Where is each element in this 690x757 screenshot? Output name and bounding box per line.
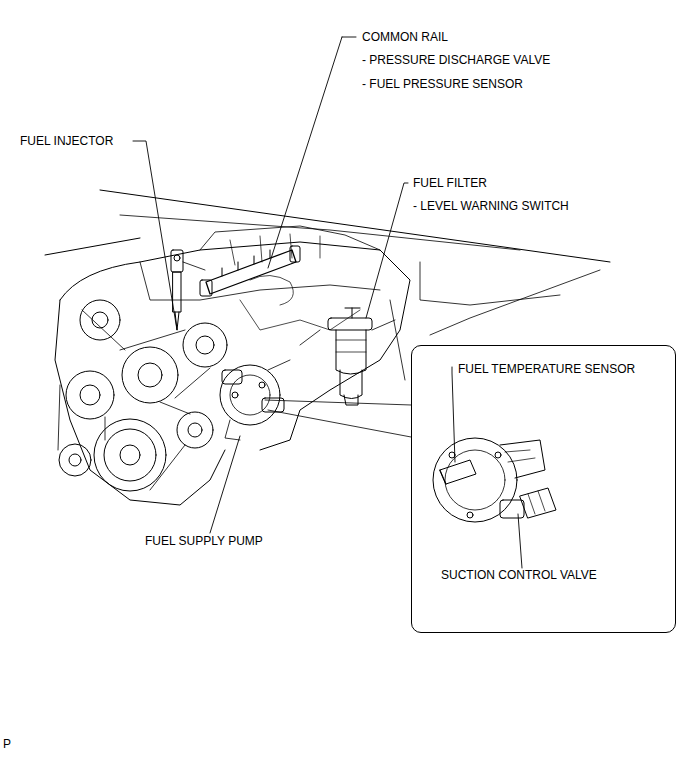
- part-label: P: [3, 738, 11, 750]
- part-label: FUEL FILTER: [413, 177, 487, 189]
- part-label: - FUEL PRESSURE SENSOR: [362, 78, 523, 90]
- inset-box: FUEL TEMPERATURE SENSOR SUCTION CONTROL V…: [411, 345, 676, 633]
- part-label: - LEVEL WARNING SWITCH: [413, 200, 569, 212]
- part-label: COMMON RAIL: [362, 31, 448, 43]
- part-label: SUCTION CONTROL VALVE: [441, 569, 597, 581]
- part-label: FUEL TEMPERATURE SENSOR: [458, 363, 635, 375]
- part-label: FUEL INJECTOR: [20, 135, 113, 147]
- part-label: - PRESSURE DISCHARGE VALVE: [362, 54, 550, 66]
- part-label: FUEL SUPPLY PUMP: [145, 535, 263, 547]
